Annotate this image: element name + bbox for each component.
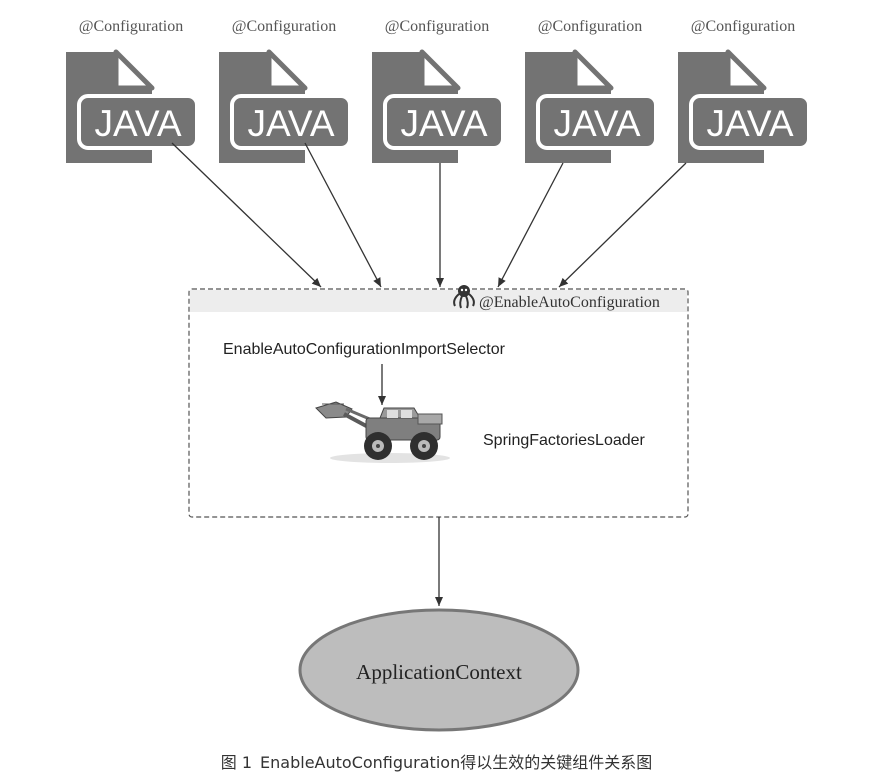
java-file-icon: JAVA: [372, 49, 505, 163]
figure-caption: 图 1 EnableAutoConfiguration得以生效的关键组件关系图: [0, 749, 881, 773]
figure-caption-text: EnableAutoConfiguration得以生效的关键组件关系图: [260, 753, 653, 772]
arrow-file-4: [497, 162, 564, 288]
arrow-file-5: [558, 162, 687, 288]
java-label: JAVA: [706, 103, 793, 144]
java-file-icon: JAVA: [219, 49, 352, 163]
config-file-1: @Configuration JAVA: [66, 18, 199, 163]
octopus-icon: [453, 285, 475, 309]
config-file-2: @Configuration JAVA: [219, 18, 352, 163]
enable-auto-configuration-label: @EnableAutoConfiguration: [479, 294, 660, 311]
figure-number: 图 1: [220, 753, 253, 772]
file-arrows: [171, 142, 687, 288]
java-label: JAVA: [247, 103, 334, 144]
java-label: JAVA: [400, 103, 487, 144]
config-annotation-label: @Configuration: [385, 18, 490, 35]
java-label: JAVA: [94, 103, 181, 144]
java-file-icon: JAVA: [678, 49, 811, 163]
spring-factories-loader-label: SpringFactoriesLoader: [483, 432, 646, 449]
config-file-5: @Configuration JAVA: [678, 18, 811, 163]
java-file-icon: JAVA: [66, 49, 199, 163]
import-selector-label: EnableAutoConfigurationImportSelector: [223, 341, 506, 358]
wheel-loader-icon: [315, 401, 450, 463]
config-file-4: @Configuration JAVA: [525, 18, 658, 163]
config-annotation-label: @Configuration: [79, 18, 184, 35]
java-label: JAVA: [553, 103, 640, 144]
java-file-icon: JAVA: [525, 49, 658, 163]
diagram-canvas: @Configuration JAVA @Configuration JAVA …: [66, 18, 811, 732]
application-context-node: ApplicationContext: [298, 608, 580, 732]
enable-auto-configuration-container: @EnableAutoConfiguration EnableAutoConfi…: [188, 285, 689, 518]
arrow-file-2: [304, 142, 382, 288]
arrow-file-1: [171, 142, 322, 288]
config-file-3: @Configuration JAVA: [372, 18, 505, 163]
config-annotation-label: @Configuration: [538, 18, 643, 35]
config-annotation-label: @Configuration: [232, 18, 337, 35]
application-context-label: ApplicationContext: [356, 660, 522, 684]
config-annotation-label: @Configuration: [691, 18, 796, 35]
